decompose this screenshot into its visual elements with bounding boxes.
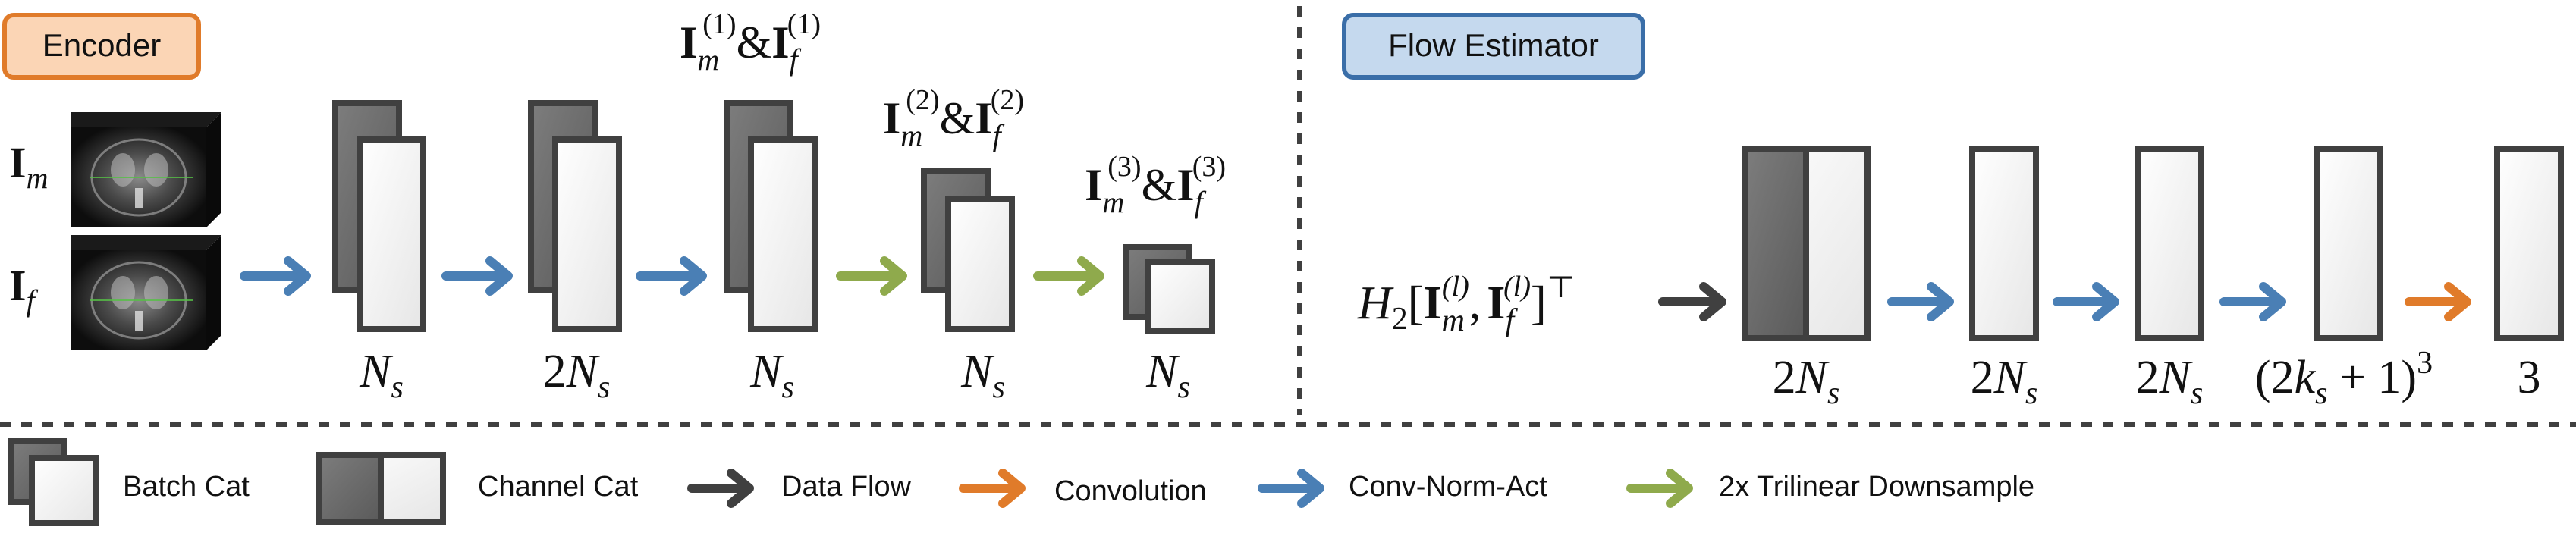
legend-conv-norm-act-arrow-icon	[1258, 469, 1324, 508]
arrow-downsample-2	[1033, 256, 1104, 296]
arrow-conv-norm-act-1	[240, 256, 311, 296]
legend-convolution-arrow-icon	[959, 469, 1026, 508]
feature-pair-level-1: Im(1)&If(1)	[680, 8, 821, 77]
encoder-stage-1-dim: Ns	[359, 346, 404, 405]
arrow-conv-norm-act-5	[2053, 282, 2119, 321]
flow-input-expression: H2[Im(l),If(l)]⊤	[1357, 270, 1575, 338]
flow-estimator-title: Flow Estimator	[1388, 27, 1599, 63]
encoder-stage-5-dim: Ns	[1145, 346, 1190, 405]
flow-estimator-badge: Flow Estimator	[1342, 13, 1645, 80]
legend-batch-cat-icon	[8, 438, 99, 526]
arrow-downsample-1	[836, 256, 907, 296]
legend-conv-norm-act-label: Conv-Norm-Act	[1349, 471, 1547, 503]
feature-pair-level-2: Im(2)&If(2)	[883, 84, 1024, 152]
arrow-convolution	[2405, 282, 2471, 321]
encoder-stage-2-dim: 2Ns	[543, 346, 611, 405]
encoder-stage-5-block	[1123, 244, 1215, 334]
flow-stage-4-dim: (2ks + 1)3	[2255, 346, 2433, 411]
moving-ct-volume	[71, 112, 221, 227]
fixed-ct-volume	[71, 235, 221, 350]
arrow-conv-norm-act-4	[1887, 282, 1954, 321]
arrow-data-flow	[1658, 282, 1726, 321]
encoder-stage-3-block	[724, 100, 818, 332]
flow-stage-2-block	[1969, 146, 2039, 341]
legend-channel-cat-label: Channel Cat	[478, 471, 639, 503]
flow-stage-5-block	[2494, 146, 2564, 341]
flow-stage-4-block	[2314, 146, 2383, 341]
legend: Batch Cat Channel Cat Data Flow Convolut…	[8, 438, 2034, 526]
legend-downsample-arrow-icon	[1626, 469, 1693, 508]
encoder-stage-4-dim: Ns	[960, 346, 1005, 405]
legend-convolution-label: Convolution	[1054, 475, 1207, 507]
flow-stage-1-dim: 2Ns	[1773, 352, 1840, 411]
flow-stage-5-dim: 3	[2518, 352, 2541, 403]
legend-channel-cat-icon	[316, 452, 446, 525]
feature-pair-level-3: Im(3)&If(3)	[1085, 151, 1226, 219]
legend-data-flow-label: Data Flow	[781, 471, 912, 503]
arrow-conv-norm-act-2	[441, 256, 513, 296]
arrow-conv-norm-act-3	[636, 256, 707, 296]
legend-batch-cat-label: Batch Cat	[123, 471, 250, 503]
flow-stage-2-dim: 2Ns	[1971, 352, 2038, 411]
encoder-stage-1-block	[332, 100, 426, 332]
encoder-stage-4-block	[921, 168, 1015, 332]
legend-data-flow-arrow-icon	[687, 469, 754, 508]
encoder-stage-3-dim: Ns	[749, 346, 794, 405]
moving-image-label: Im	[9, 138, 48, 195]
flow-stage-3-block	[2135, 146, 2204, 341]
encoder-badge: Encoder	[2, 13, 201, 80]
fixed-image-label: If	[9, 261, 39, 318]
legend-downsample-label: 2x Trilinear Downsample	[1719, 471, 2034, 503]
arrow-conv-norm-act-6	[2219, 282, 2286, 321]
flow-stage-3-dim: 2Ns	[2136, 352, 2204, 411]
flow-stage-1-channel-cat	[1742, 146, 1871, 341]
encoder-stage-2-block	[528, 100, 622, 332]
encoder-title: Encoder	[42, 27, 161, 63]
